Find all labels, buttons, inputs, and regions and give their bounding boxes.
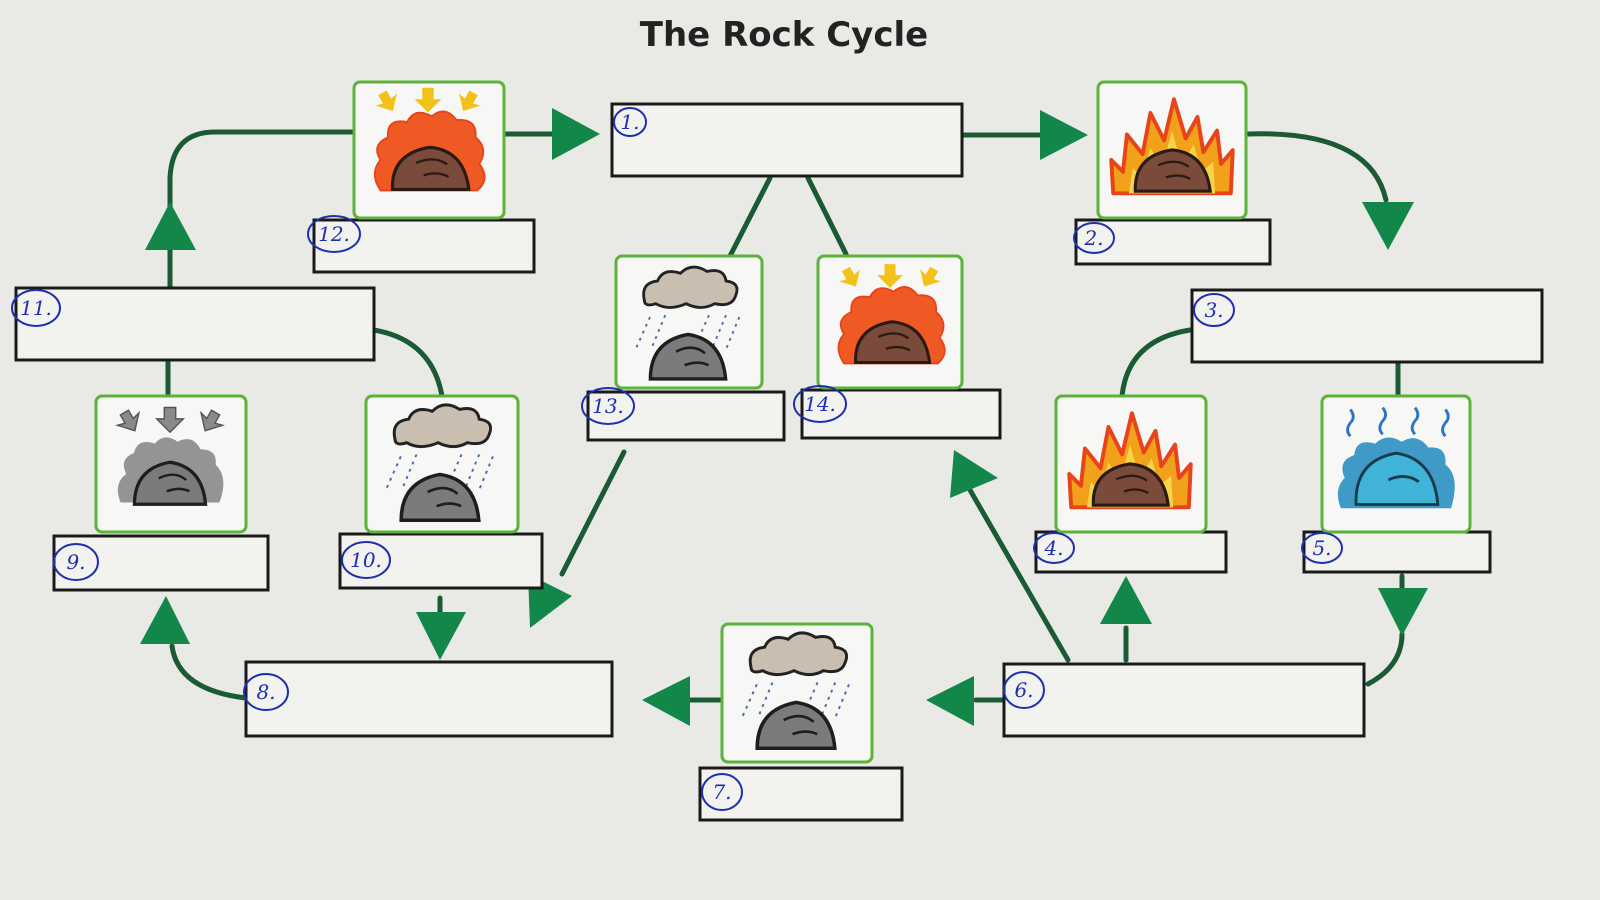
connector-1-to-13	[727, 175, 773, 259]
label-9: 9.	[66, 550, 85, 574]
label-10: 10.	[350, 548, 382, 572]
label-4: 4.	[1043, 536, 1063, 560]
answer-box-12[interactable]	[312, 218, 536, 274]
connector-2-to-3	[1245, 131, 1389, 203]
tile-13	[614, 254, 764, 390]
arrowhead-to-2	[1040, 110, 1088, 160]
answer-box-8[interactable]	[244, 660, 614, 738]
diagram-title: The Rock Cycle	[640, 15, 928, 55]
number-circles	[11, 107, 1343, 811]
answer-box-11[interactable]	[14, 286, 376, 362]
arrowhead-to-4	[1100, 576, 1152, 624]
tile-2	[1096, 80, 1248, 220]
arrowhead-to-9	[140, 596, 190, 644]
label-14: 14.	[804, 392, 836, 416]
tile-9	[94, 394, 248, 534]
tile-4	[1054, 394, 1208, 534]
answer-box-13[interactable]	[586, 390, 786, 442]
tile-7	[720, 622, 874, 764]
arrowhead-to-8	[642, 676, 690, 726]
answer-box-9[interactable]	[52, 534, 270, 592]
connector-13-to-8	[559, 449, 627, 577]
compaction-pressure-icon	[114, 406, 227, 504]
label-8: 8.	[256, 680, 275, 704]
connector-3-to-4	[1119, 327, 1193, 399]
connector-lines	[165, 129, 1405, 703]
answer-box-14[interactable]	[800, 388, 1002, 440]
tile-14	[816, 254, 964, 390]
heat-pressure-icon	[372, 87, 485, 191]
answer-box-5[interactable]	[1302, 530, 1492, 574]
arrowhead-to-1	[552, 108, 600, 160]
arrowhead-to-14	[950, 450, 998, 498]
connector-5-to-6	[1365, 631, 1405, 687]
connector-11-to-10	[371, 327, 445, 399]
arrowheads	[140, 108, 1428, 726]
label-7: 7.	[712, 780, 731, 804]
tile-10	[364, 394, 520, 534]
arrowhead-to-6	[1378, 588, 1428, 636]
connector-1-to-14	[805, 175, 849, 257]
tile-5	[1320, 394, 1472, 534]
answer-box-4[interactable]	[1034, 530, 1228, 574]
answer-box-3[interactable]	[1190, 288, 1544, 364]
arrowhead-to-3	[1362, 202, 1414, 250]
label-2: 2.	[1083, 226, 1103, 250]
label-13: 13.	[592, 394, 624, 418]
label-6: 6.	[1014, 678, 1033, 702]
picture-tiles	[94, 80, 1472, 764]
connector-8-to-9	[169, 643, 249, 701]
tile-12	[352, 80, 506, 220]
label-3: 3.	[1204, 298, 1223, 322]
number-labels: 1. 2. 3. 4. 5. 6. 7. 8. 9. 10. 11. 12. 1…	[20, 110, 1331, 804]
answer-box-6[interactable]	[1002, 662, 1366, 738]
connector-12-to-11	[167, 129, 355, 215]
arrowhead-to-7	[926, 676, 974, 726]
connector-6-to-14	[967, 487, 1071, 663]
label-12: 12.	[318, 222, 350, 246]
heat-pressure-icon	[835, 263, 944, 363]
label-1: 1.	[620, 110, 639, 134]
arrowhead-10-to-8	[416, 612, 466, 660]
label-5: 5.	[1312, 536, 1331, 560]
arrowhead-up-left	[145, 202, 196, 250]
label-11: 11.	[20, 296, 52, 320]
answer-boxes	[14, 102, 1544, 822]
answer-box-1[interactable]	[610, 102, 964, 178]
